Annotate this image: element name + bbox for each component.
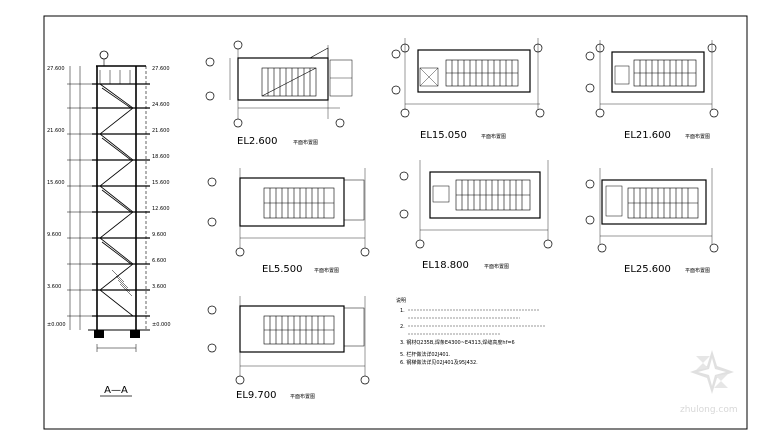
note-line: 5. 栏杆做法详02J401. [400, 351, 451, 358]
level-mark-left: 3.600 [47, 284, 61, 290]
level-mark: 24.600 [152, 102, 170, 108]
note-line: 2. [400, 324, 405, 330]
level-mark: 3.600 [152, 284, 166, 290]
level-mark-left: ±0.000 [47, 322, 66, 328]
plan-title: EL18.800 [422, 260, 469, 271]
level-mark: 21.600 [152, 128, 170, 134]
plan-el9700: EL9.700 平面布置图 [207, 296, 370, 401]
level-mark-left: 15.600 [47, 180, 65, 186]
plan-title-suffix: 平面布置图 [481, 133, 506, 140]
sheet-border [43, 15, 748, 430]
level-mark: 15.600 [152, 180, 170, 186]
notes-block: 说明 1. 2. 3. 钢材Q235B,焊条E4300~E4313,焊缝高度hf… [396, 297, 545, 366]
section-a-a: 27.600 24.600 21.600 18.600 15.600 12.60… [47, 50, 171, 397]
plan-title-suffix: 平面布置图 [484, 263, 509, 270]
note-line: 1. [400, 308, 405, 314]
plan-title: EL2.600 [237, 136, 278, 147]
plan-title: EL15.050 [420, 130, 467, 141]
plan-el5500: EL5.500 平面布置图 [207, 168, 370, 275]
level-mark: 12.600 [152, 206, 170, 212]
plan-title: EL25.600 [624, 264, 671, 275]
level-mark: 27.600 [152, 66, 170, 72]
plan-title-suffix: 平面布置图 [293, 139, 318, 146]
plan-title: EL21.600 [624, 130, 671, 141]
plan-title-suffix: 平面布置图 [290, 393, 315, 400]
plan-el21600: EL21.600 平面布置图 [585, 40, 719, 141]
notes-heading: 说明 [396, 297, 406, 304]
level-mark-left: 9.600 [47, 232, 61, 238]
plan-el25600: EL25.600 平面布置图 [585, 168, 719, 275]
level-mark-left: 21.600 [47, 128, 65, 134]
level-mark-left: 27.600 [47, 66, 65, 72]
plan-title: EL5.500 [262, 264, 303, 275]
level-mark: 9.600 [152, 232, 166, 238]
watermark-text: zhulong.com [680, 405, 738, 415]
plan-el15050: EL15.050 平面布置图 [391, 38, 545, 141]
plan-el18800: EL18.800 平面布置图 [399, 160, 553, 271]
plan-title-suffix: 平面布置图 [685, 133, 710, 140]
note-line: 6. 钢梯做法详见02J401及95J432. [400, 359, 478, 366]
watermark: zhulong.com [680, 350, 738, 415]
plan-title: EL9.700 [236, 390, 277, 401]
level-mark: 6.600 [152, 258, 166, 264]
level-mark: ±0.000 [152, 322, 171, 328]
plan-title-suffix: 平面布置图 [314, 267, 339, 274]
watermark-logo-icon [690, 350, 734, 394]
plan-el2600: EL2.600 平面布置图 [205, 40, 353, 147]
section-title: A—A [104, 385, 128, 396]
level-mark: 18.600 [152, 154, 170, 160]
plan-title-suffix: 平面布置图 [685, 267, 710, 274]
note-line: 3. 钢材Q235B,焊条E4300~E4313,焊缝高度hf=6 [400, 339, 515, 346]
